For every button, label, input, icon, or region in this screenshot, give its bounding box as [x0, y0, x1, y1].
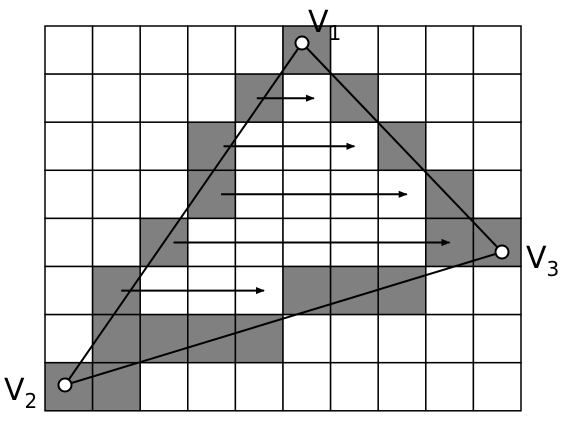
pixel-empty [187, 361, 237, 412]
pixel-empty [187, 73, 237, 123]
pixel-empty [187, 25, 237, 75]
pixel-empty [91, 121, 141, 172]
pixel-empty [377, 25, 427, 75]
vertex-marker-v1 [294, 35, 310, 51]
pixel-filled [329, 265, 379, 316]
vertex-marker-v2 [57, 377, 73, 393]
pixel-empty [234, 361, 284, 412]
pixel-empty [282, 361, 332, 412]
pixel-empty [91, 169, 141, 220]
pixel-filled [187, 313, 237, 364]
triangle-outline [62, 41, 504, 387]
pixel-empty [44, 313, 94, 364]
pixel-empty [329, 313, 379, 364]
pixel-empty [44, 265, 94, 316]
pixel-grid [44, 25, 522, 412]
pixel-empty [139, 73, 189, 123]
pixel-empty [472, 361, 522, 412]
pixel-filled [377, 265, 427, 316]
pixel-empty [91, 217, 141, 268]
pixel-empty [139, 361, 189, 412]
vertex-label-v2: V2 [4, 373, 37, 413]
pixel-empty [472, 121, 522, 172]
pixel-filled [425, 169, 475, 220]
pixel-filled [234, 313, 284, 364]
pixel-empty [91, 73, 141, 123]
pixel-empty [425, 361, 475, 412]
pixel-empty [329, 25, 379, 75]
pixel-empty [425, 25, 475, 75]
vertex-label-v1: V1 [308, 5, 341, 45]
pixel-empty [377, 313, 427, 364]
scanline-arrows [121, 94, 451, 295]
pixel-empty [472, 73, 522, 123]
pixel-empty [377, 73, 427, 123]
vertex-marker-v3 [494, 244, 510, 260]
vertex-label-v3: V3 [526, 241, 559, 281]
pixel-empty [44, 121, 94, 172]
pixel-empty [282, 313, 332, 364]
pixel-empty [425, 121, 475, 172]
pixel-empty [425, 313, 475, 364]
pixel-filled [282, 265, 332, 316]
pixel-empty [44, 73, 94, 123]
pixel-filled [282, 25, 332, 75]
pixel-empty [91, 25, 141, 75]
pixel-empty [472, 25, 522, 75]
pixel-empty [139, 121, 189, 172]
pixel-empty [329, 361, 379, 412]
pixel-empty [472, 169, 522, 220]
pixel-empty [44, 217, 94, 268]
pixel-empty [472, 313, 522, 364]
pixel-empty [425, 73, 475, 123]
pixel-empty [139, 169, 189, 220]
pixel-empty [44, 169, 94, 220]
pixel-empty [234, 25, 284, 75]
pixel-filled [91, 313, 141, 364]
pixel-empty [472, 265, 522, 316]
pixel-empty [44, 25, 94, 75]
pixel-empty [377, 361, 427, 412]
pixel-empty [139, 25, 189, 75]
